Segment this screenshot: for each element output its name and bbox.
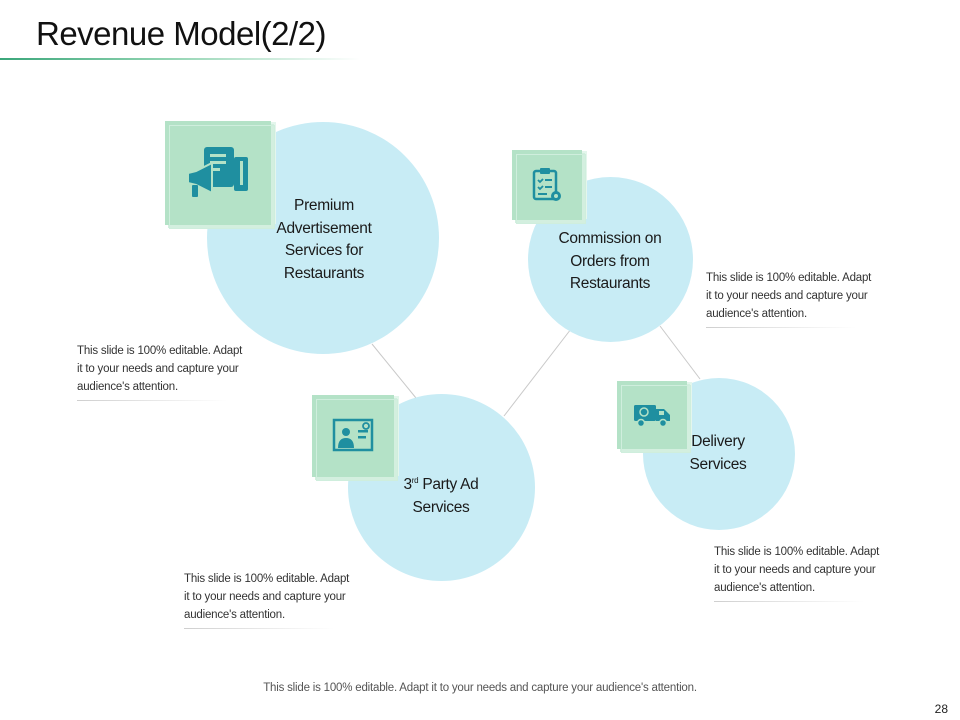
icon-tile-third-party — [312, 395, 398, 481]
connector-third-party-commission — [503, 328, 572, 417]
presentation-board-icon — [332, 418, 374, 452]
description-left-underline — [77, 400, 227, 401]
description-top-right-underline — [706, 327, 856, 328]
delivery-truck-icon — [634, 405, 670, 428]
clipboard-checklist-icon — [532, 168, 561, 201]
connector-premium-third-party — [371, 343, 417, 399]
page-number: 28 — [934, 702, 948, 716]
node-label-third-party: 3rd Party Ad Services — [403, 476, 479, 516]
node-label-delivery: Delivery Services — [689, 433, 747, 473]
description-bottom-left-underline — [184, 628, 334, 629]
description-bottom-left: This slide is 100% editable. Adapt it to… — [184, 570, 349, 629]
icon-tile-commission — [512, 150, 586, 224]
icon-tile-premium-advertisement — [165, 121, 275, 229]
connector-commission-delivery — [659, 325, 701, 380]
description-top-right: This slide is 100% editable. Adapt it to… — [706, 269, 871, 328]
node-label-premium-advertisement: Premium Advertisement Services for Resta… — [276, 197, 372, 282]
slide-title: Revenue Model(2/2) — [36, 15, 327, 52]
title-underline — [0, 58, 360, 60]
description-bottom-right-underline — [714, 601, 864, 602]
description-bottom-right: This slide is 100% editable. Adapt it to… — [714, 543, 879, 602]
footer-note: This slide is 100% editable. Adapt it to… — [263, 682, 697, 694]
advertisement-megaphone-icon — [187, 147, 248, 197]
node-label-commission: Commission on Orders from Restaurants — [558, 230, 662, 292]
description-left: This slide is 100% editable. Adapt it to… — [77, 342, 242, 401]
